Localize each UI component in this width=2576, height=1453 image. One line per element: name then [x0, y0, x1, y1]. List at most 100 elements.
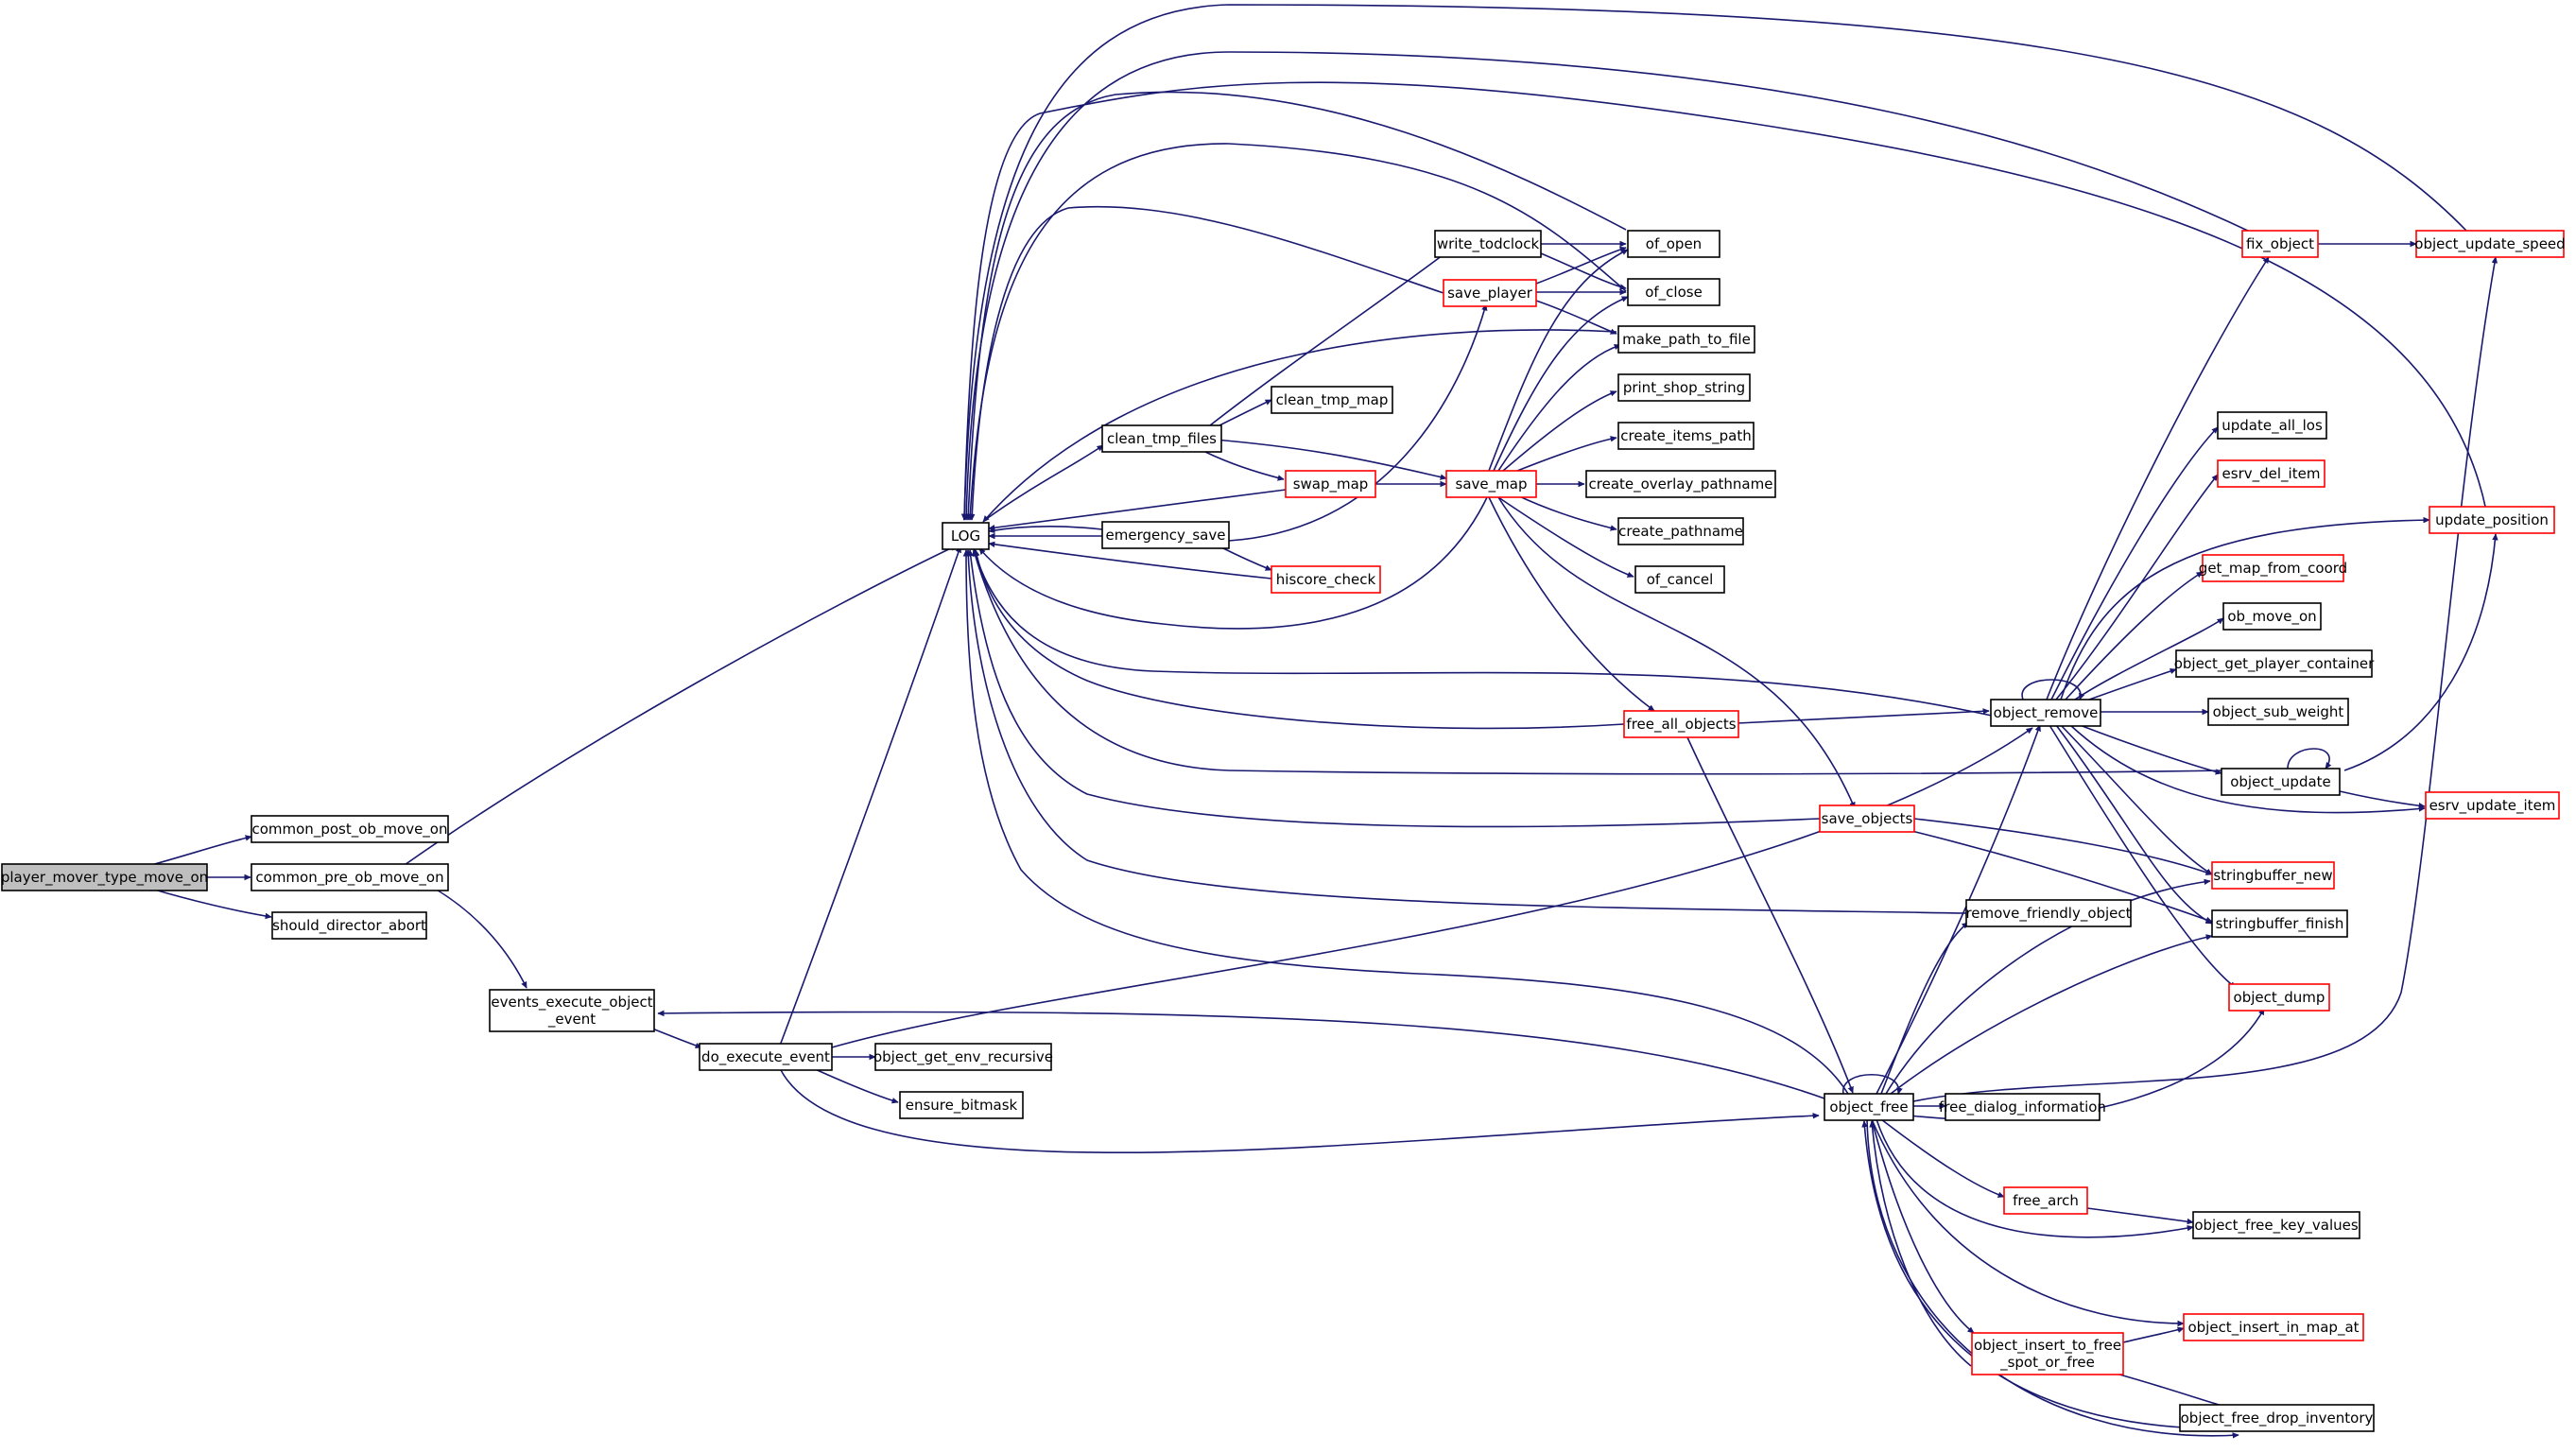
node-common-post[interactable]: common_post_ob_move_on — [251, 815, 449, 843]
node-clean-tmp-files[interactable]: clean_tmp_files — [1101, 424, 1222, 453]
node-box — [1443, 279, 1537, 307]
node-label: object_insert_in_map_at — [2187, 1319, 2359, 1337]
node-object-free[interactable]: object_free — [1824, 1093, 1914, 1121]
node-label: stringbuffer_new — [2213, 867, 2332, 885]
node-root[interactable]: player_mover_type_move_on — [1, 863, 208, 891]
node-swap-map[interactable]: swap_map — [1285, 470, 1376, 498]
edge-objfree-log — [966, 550, 1849, 1095]
edge-objremove-sbnew — [2060, 724, 2212, 875]
edge-hiscore-log — [989, 544, 1272, 579]
edge-objfree-freekv — [1876, 1118, 2193, 1238]
edge-log-cleantmpfiles — [984, 444, 1103, 521]
edge-savemap-makepath — [1497, 345, 1620, 472]
edge-objfree-sbfinish — [1890, 936, 2212, 1095]
node-events-exec[interactable]: events_execute_object_event — [489, 989, 655, 1032]
node-sub-weight[interactable]: object_sub_weight — [2207, 698, 2349, 726]
node-make-path[interactable]: make_path_to_file — [1617, 325, 1755, 354]
node-label: object_sub_weight — [2213, 703, 2344, 721]
edge-insertfree-objfree — [1872, 1121, 1972, 1367]
node-drop-inv[interactable]: object_free_drop_inventory — [2179, 1404, 2375, 1432]
node-of-cancel[interactable]: of_cancel — [1634, 565, 1725, 594]
node-of-open[interactable]: of_open — [1627, 230, 1720, 258]
node-label: esrv_update_item — [2429, 797, 2556, 815]
node-map-coord[interactable]: get_map_from_coord — [2199, 554, 2347, 582]
node-box — [2415, 230, 2565, 258]
node-free-arch[interactable]: free_arch — [2003, 1186, 2088, 1215]
edge-common-pre-events — [434, 888, 527, 988]
node-update-speed[interactable]: object_update_speed — [2414, 230, 2566, 258]
node-box — [1627, 278, 1720, 306]
node-label: _event — [547, 1011, 596, 1029]
node-ensure-bm[interactable]: ensure_bitmask — [899, 1091, 1024, 1119]
node-box — [2183, 1313, 2364, 1341]
node-box — [2003, 1186, 2088, 1215]
node-box — [2429, 506, 2555, 534]
node-insert-free[interactable]: object_insert_to_free_spot_or_free — [1971, 1332, 2124, 1375]
node-free-all[interactable]: free_all_objects — [1623, 710, 1739, 738]
node-log[interactable]: LOG — [942, 522, 990, 550]
node-save-map[interactable]: save_map — [1445, 470, 1537, 498]
node-emergency[interactable]: emergency_save — [1101, 521, 1230, 549]
node-create-path[interactable]: create_pathname — [1617, 517, 1744, 545]
node-ob-move-on[interactable]: ob_move_on — [2222, 602, 2322, 631]
node-update-pos[interactable]: update_position — [2429, 506, 2555, 534]
node-label: do_execute_event — [701, 1048, 830, 1066]
node-save-objects[interactable]: save_objects — [1819, 804, 1915, 833]
node-label: object_get_env_recursive — [873, 1048, 1053, 1066]
node-object-remove[interactable]: object_remove — [1990, 699, 2101, 727]
node-free-dialog[interactable]: free_dialog_information — [1939, 1093, 2106, 1121]
node-fix-object[interactable]: fix_object — [2241, 230, 2319, 258]
node-save-player[interactable]: save_player — [1443, 279, 1537, 307]
edge-cleantmpfiles-cleantmpmap — [1219, 399, 1271, 426]
node-obj-update[interactable]: object_update — [2221, 768, 2341, 796]
node-esrv-del[interactable]: esrv_del_item — [2217, 459, 2325, 488]
node-should-abort[interactable]: should_director_abort — [271, 911, 427, 940]
node-box — [2221, 768, 2341, 796]
edge-cleantmpfiles-writetod — [1209, 249, 1450, 426]
node-obj-dump[interactable]: object_dump — [2228, 983, 2330, 1012]
node-label: save_map — [1456, 476, 1528, 493]
node-overlay[interactable]: create_overlay_pathname — [1585, 470, 1776, 498]
edge-ofopen-log — [968, 91, 1627, 520]
node-label: object_free — [1829, 1098, 1908, 1116]
node-box — [1, 863, 208, 891]
node-do-exec[interactable]: do_execute_event — [699, 1043, 833, 1071]
edge-ofclose-log — [970, 143, 1627, 520]
edge-freeall-objfree — [1686, 736, 1853, 1093]
node-sb-finish[interactable]: stringbuffer_finish — [2211, 909, 2348, 938]
node-label: ob_move_on — [2227, 608, 2316, 626]
node-get-env[interactable]: object_get_env_recursive — [873, 1043, 1053, 1071]
edge-fixobject-log — [966, 51, 2251, 520]
node-label: common_post_ob_move_on — [251, 821, 447, 839]
edge-objremove-updatelos — [2050, 427, 2218, 701]
node-box — [1623, 710, 1739, 738]
node-label: of_cancel — [1647, 571, 1714, 589]
node-update-los[interactable]: update_all_los — [2217, 411, 2327, 440]
edge-savemap-createpath — [1516, 494, 1616, 529]
node-remove-friendly[interactable]: remove_friendly_object — [1965, 899, 2132, 927]
node-player-cont[interactable]: object_get_player_container — [2174, 649, 2375, 678]
node-free-kv[interactable]: object_free_key_values — [2192, 1211, 2360, 1239]
node-items-path[interactable]: create_items_path — [1617, 422, 1755, 450]
node-of-close[interactable]: of_close — [1627, 278, 1720, 306]
node-label: _spot_or_free — [1999, 1354, 2095, 1372]
node-label: object_free_drop_inventory — [2181, 1410, 2374, 1427]
node-common-pre[interactable]: common_pre_ob_move_on — [251, 863, 449, 891]
node-box — [2202, 554, 2344, 582]
node-box — [2207, 698, 2349, 726]
node-sb-new[interactable]: stringbuffer_new — [2211, 861, 2335, 890]
node-box — [2175, 649, 2373, 678]
edge-objfree-freearch — [1880, 1118, 2004, 1197]
edge-objremove-objdump — [2049, 724, 2236, 989]
node-clean-tmp-map[interactable]: clean_tmp_map — [1271, 386, 1393, 414]
node-hiscore[interactable]: hiscore_check — [1271, 565, 1381, 594]
node-box — [874, 1043, 1052, 1071]
node-label: get_map_from_coord — [2199, 560, 2347, 578]
node-write-tod[interactable]: write_todclock — [1434, 230, 1542, 258]
node-box — [1101, 424, 1222, 453]
node-print-shop[interactable]: print_shop_string — [1617, 373, 1751, 402]
node-insert-map[interactable]: object_insert_in_map_at — [2183, 1313, 2364, 1341]
node-esrv-update[interactable]: esrv_update_item — [2425, 791, 2560, 820]
node-box — [1585, 470, 1776, 498]
